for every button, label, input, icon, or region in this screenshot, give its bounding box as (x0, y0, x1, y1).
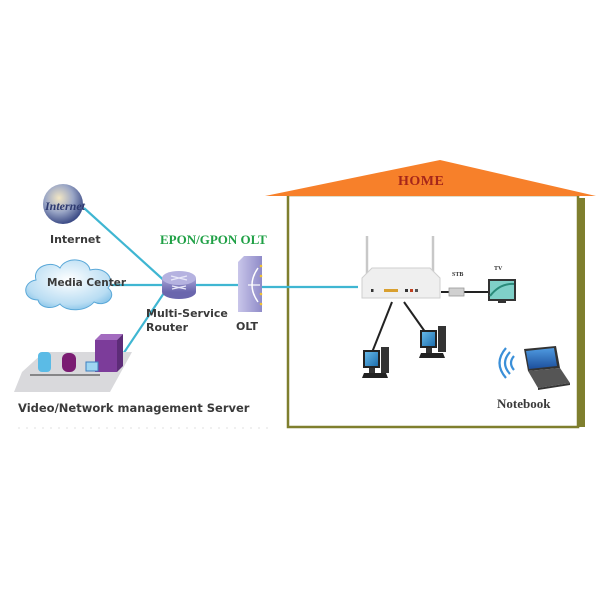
set-top-box-icon (448, 287, 465, 297)
desktop-pc-icon (419, 326, 446, 358)
laptop-icon (524, 346, 570, 390)
home-house (265, 160, 596, 429)
link-server-router (118, 286, 169, 361)
notebook-label: Notebook (497, 396, 551, 411)
house-roof (265, 160, 596, 196)
diagram-title: EPON/GPON OLT (160, 232, 267, 247)
svg-text:Internet: Internet (44, 199, 86, 213)
olt-icon (238, 256, 263, 312)
link-internet-router (83, 207, 169, 285)
cloud-icon (25, 259, 113, 311)
router-label: Multi-Service Router (146, 307, 228, 335)
wifi-signal-icon (498, 347, 515, 379)
router-label-line-2: Router (146, 321, 189, 334)
server-label: Video/Network management Server (18, 401, 250, 415)
globe-icon: Internet (43, 184, 86, 224)
desktop-pc-icon (362, 347, 389, 378)
home-label: HOME (398, 174, 445, 189)
link-onu-pc1 (370, 301, 393, 356)
wifi-router-icon (361, 236, 441, 299)
stb-label: STB (452, 272, 464, 278)
fiber-links (83, 207, 358, 361)
media-center-label: Media Center (47, 277, 127, 289)
olt-label: OLT (236, 320, 259, 333)
server-cluster-icon (14, 334, 132, 392)
internet-label: Internet (50, 233, 101, 246)
router-icon (162, 271, 196, 299)
house-wall (286, 193, 580, 429)
tv-icon (488, 279, 516, 303)
house-wall-side (578, 198, 585, 427)
tv-label: TV (494, 266, 503, 272)
router-label-line-1: Multi-Service (146, 307, 228, 320)
